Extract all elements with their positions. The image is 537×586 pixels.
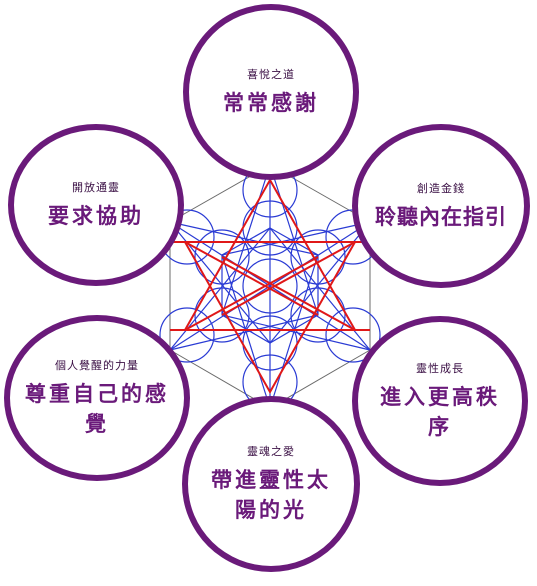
- circle-bottom-main-text-line2: 陽的光: [235, 497, 307, 522]
- circle-top-main-text: 常常感謝: [223, 90, 319, 115]
- circle-upper-right-caption: 創造金錢: [417, 182, 465, 195]
- circle-upper-right-main-text: 聆聽內在指引: [375, 204, 507, 229]
- circle-upper-right: 創造金錢 聆聽內在指引: [352, 124, 530, 288]
- circle-lower-right-caption: 靈性成長: [416, 362, 464, 375]
- circle-upper-left-caption: 開放通靈: [72, 181, 120, 194]
- circle-lower-right-main-text-line1: 進入更高秩: [380, 384, 500, 409]
- circle-upper-left: 開放通靈 要求協助: [8, 124, 184, 286]
- circle-lower-left: 個人覺醒的力量 尊重自己的感 覺: [4, 315, 190, 481]
- circle-bottom-main-text-line1: 帶進靈性太: [211, 467, 331, 492]
- circle-bottom-caption: 靈魂之愛: [247, 445, 295, 458]
- circle-lower-right: 靈性成長 進入更高秩 序: [352, 316, 528, 486]
- circle-lower-right-main-text-line2: 序: [428, 414, 452, 439]
- circle-lower-left-main-text-line1: 尊重自己的感: [25, 381, 169, 406]
- red-hexagram: [170, 177, 370, 395]
- circle-top: 喜悅之道 常常感謝: [183, 4, 359, 180]
- circle-upper-left-main-text: 要求協助: [48, 203, 144, 228]
- circle-top-caption: 喜悅之道: [247, 68, 295, 81]
- circle-lower-left-caption: 個人覺醒的力量: [55, 359, 139, 372]
- circle-lower-left-main-text-line2: 覺: [85, 411, 109, 436]
- circle-bottom: 靈魂之愛 帶進靈性太 陽的光: [182, 396, 360, 572]
